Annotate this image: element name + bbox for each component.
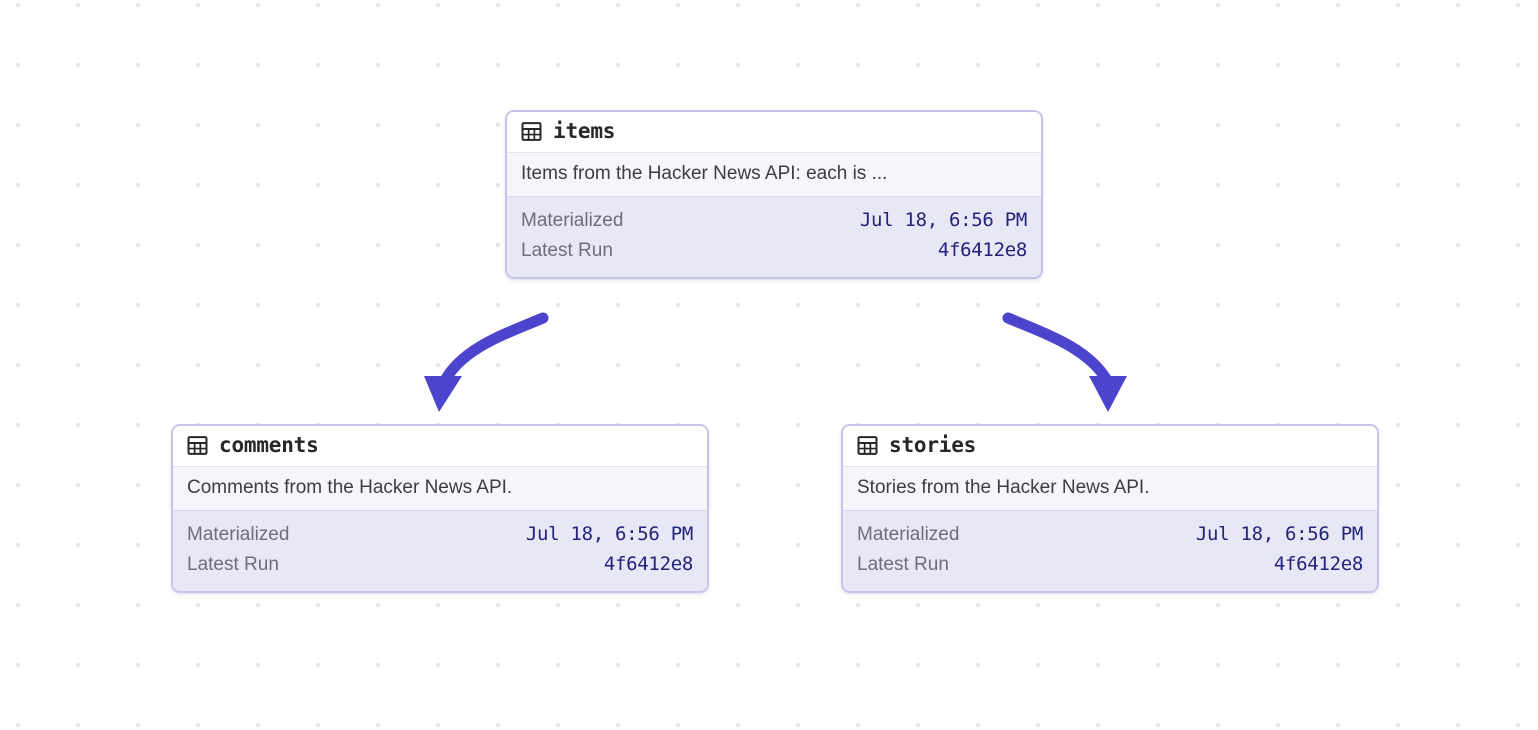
asset-node-comments-materialized-row: Materialized Jul 18, 6:56 PM	[187, 520, 693, 550]
asset-node-items-title: items	[553, 119, 616, 143]
asset-node-stories-description: Stories from the Hacker News API.	[843, 466, 1377, 511]
table-icon	[187, 436, 208, 455]
materialized-label: Materialized	[521, 210, 624, 232]
latest-run-value[interactable]: 4f6412e8	[603, 553, 693, 576]
asset-node-items[interactable]: items Items from the Hacker News API: ea…	[505, 110, 1043, 280]
asset-node-items-header[interactable]: items	[507, 112, 1041, 152]
asset-node-stories-footer: Materialized Jul 18, 6:56 PM Latest Run …	[843, 510, 1377, 592]
asset-node-items-description: Items from the Hacker News API: each is …	[507, 152, 1041, 197]
asset-node-stories-header[interactable]: stories	[843, 426, 1377, 466]
asset-node-stories-materialized-row: Materialized Jul 18, 6:56 PM	[857, 520, 1363, 550]
materialized-value: Jul 18, 6:56 PM	[1195, 523, 1363, 546]
latest-run-label: Latest Run	[187, 554, 279, 576]
asset-node-items-materialized-row: Materialized Jul 18, 6:56 PM	[521, 206, 1027, 236]
asset-node-comments[interactable]: comments Comments from the Hacker News A…	[171, 424, 709, 594]
latest-run-value[interactable]: 4f6412e8	[937, 239, 1027, 262]
asset-node-items-latest-run-row: Latest Run 4f6412e8	[521, 236, 1027, 266]
latest-run-label: Latest Run	[857, 554, 949, 576]
materialized-label: Materialized	[857, 524, 960, 546]
latest-run-value[interactable]: 4f6412e8	[1273, 553, 1363, 576]
asset-node-comments-footer: Materialized Jul 18, 6:56 PM Latest Run …	[173, 510, 707, 592]
asset-node-items-footer: Materialized Jul 18, 6:56 PM Latest Run …	[507, 196, 1041, 278]
asset-node-comments-title: comments	[219, 433, 319, 457]
materialized-value: Jul 18, 6:56 PM	[859, 209, 1027, 232]
latest-run-label: Latest Run	[521, 240, 613, 262]
asset-node-comments-latest-run-row: Latest Run 4f6412e8	[187, 550, 693, 580]
asset-node-stories[interactable]: stories Stories from the Hacker News API…	[841, 424, 1379, 594]
asset-node-comments-header[interactable]: comments	[173, 426, 707, 466]
asset-node-comments-description: Comments from the Hacker News API.	[173, 466, 707, 511]
materialized-label: Materialized	[187, 524, 290, 546]
asset-node-stories-latest-run-row: Latest Run 4f6412e8	[857, 550, 1363, 580]
table-icon	[857, 436, 878, 455]
table-icon	[521, 122, 542, 141]
materialized-value: Jul 18, 6:56 PM	[525, 523, 693, 546]
asset-node-stories-title: stories	[889, 433, 977, 457]
